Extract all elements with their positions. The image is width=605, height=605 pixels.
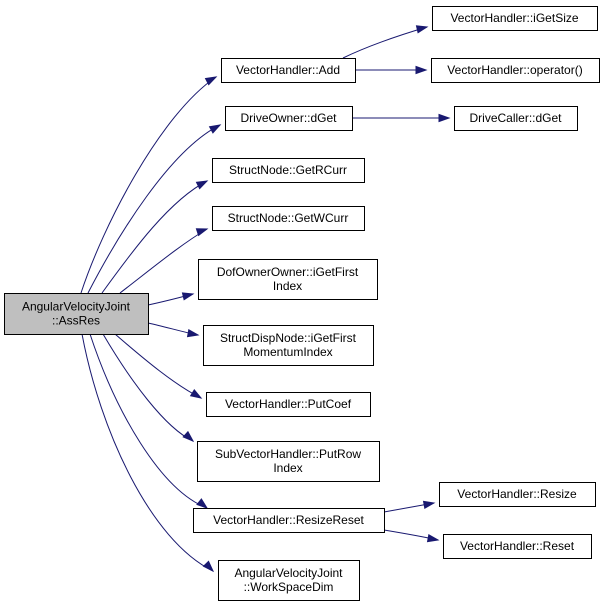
node-label: VectorHandler::Reset <box>460 539 575 553</box>
node-box <box>206 392 371 417</box>
node-label: VectorHandler::Resize <box>457 487 577 501</box>
node-label: SubVectorHandler::PutRow <box>215 447 361 461</box>
edge-root-to-avj-workspacedim <box>81 333 215 573</box>
node-label: DriveOwner::dGet <box>240 111 337 125</box>
edge-line <box>102 333 194 442</box>
edge-line <box>81 333 214 572</box>
node-label: Index <box>273 461 302 475</box>
edge-vh-resizereset-to-vh-resize <box>383 500 436 513</box>
edge-root-to-vh-putcoef <box>114 333 203 399</box>
node-vh-add[interactable]: VectorHandler::Add <box>221 58 356 83</box>
node-box <box>212 158 365 183</box>
node-vh-putcoef[interactable]: VectorHandler::PutCoef <box>206 392 371 417</box>
node-root[interactable]: AngularVelocityJoint::AssRes <box>4 293 149 335</box>
edge-do-dget-to-dc-dget <box>352 113 451 123</box>
nodes-layer: AngularVelocityJoint::AssResVectorHandle… <box>4 6 600 601</box>
node-label: AngularVelocityJoint <box>22 300 131 314</box>
arrowhead <box>186 329 200 338</box>
node-box <box>439 482 596 507</box>
node-label: VectorHandler::iGetSize <box>450 11 578 25</box>
node-label: VectorHandler::ResizeReset <box>213 513 364 527</box>
node-label: AngularVelocityJoint <box>234 566 343 580</box>
node-box <box>443 534 592 559</box>
node-label: ::WorkSpaceDim <box>244 580 334 594</box>
arrowhead <box>415 25 429 34</box>
edge-root-to-sdn-igetfirstmomentumindex <box>147 322 200 338</box>
edge-root-to-sn-getrcurr <box>101 180 209 294</box>
edge-line <box>114 333 202 399</box>
node-box <box>454 106 578 131</box>
node-vh-igetsize[interactable]: VectorHandler::iGetSize <box>432 6 598 31</box>
edge-root-to-svh-putrowindex <box>102 333 195 443</box>
edge-root-to-do-dget <box>87 124 222 294</box>
node-avj-workspacedim[interactable]: AngularVelocityJoint::WorkSpaceDim <box>218 560 360 601</box>
edge-line <box>119 228 208 294</box>
edge-line <box>87 124 221 294</box>
node-label: MomentumIndex <box>243 345 332 359</box>
node-box <box>197 441 380 482</box>
node-box <box>193 508 385 533</box>
edge-vh-add-to-vh-operator <box>355 65 428 75</box>
arrowhead <box>204 76 218 86</box>
edge-line <box>89 333 208 509</box>
arrowhead <box>438 113 451 123</box>
arrowhead <box>181 292 195 301</box>
node-label: ::AssRes <box>52 314 100 328</box>
edge-root-to-vh-add <box>80 76 218 294</box>
arrowhead <box>196 498 209 509</box>
arrowhead <box>422 500 436 509</box>
node-box <box>212 206 365 231</box>
node-label: DriveCaller::dGet <box>469 111 562 125</box>
node-sn-getwcurr[interactable]: StructNode::GetWCurr <box>212 206 365 231</box>
node-box <box>225 106 353 131</box>
arrowhead <box>182 430 195 443</box>
node-sn-getrcurr[interactable]: StructNode::GetRCurr <box>212 158 365 183</box>
edge-line <box>80 76 217 294</box>
node-vh-resizereset[interactable]: VectorHandler::ResizeReset <box>193 508 385 533</box>
edge-vh-add-to-vh-igetsize <box>342 25 429 59</box>
edge-root-to-sn-getwcurr <box>119 228 209 294</box>
node-vh-reset[interactable]: VectorHandler::Reset <box>443 534 592 559</box>
node-dc-dget[interactable]: DriveCaller::dGet <box>454 106 578 131</box>
node-label: Index <box>273 279 302 293</box>
edge-line <box>101 180 208 294</box>
edge-line <box>342 26 428 59</box>
arrowhead <box>195 228 209 237</box>
arrowhead <box>415 65 428 75</box>
edges-layer <box>80 25 451 573</box>
node-box <box>221 58 356 83</box>
node-box <box>218 560 360 601</box>
node-label: DofOwnerOwner::iGetFirst <box>217 265 359 279</box>
node-vh-resize[interactable]: VectorHandler::Resize <box>439 482 596 507</box>
arrowhead <box>195 180 209 190</box>
node-vh-operator[interactable]: VectorHandler::operator() <box>431 58 600 83</box>
node-label: VectorHandler::Add <box>236 63 340 77</box>
node-box <box>4 293 149 335</box>
arrowhead <box>202 560 215 573</box>
node-label: VectorHandler::operator() <box>447 63 582 77</box>
edge-vh-resizereset-to-vh-reset <box>383 529 440 543</box>
node-do-dget[interactable]: DriveOwner::dGet <box>225 106 353 131</box>
arrowhead <box>189 388 203 399</box>
edge-root-to-vh-resizereset <box>89 333 209 509</box>
arrowhead <box>426 533 440 543</box>
node-label: StructNode::GetRCurr <box>229 163 347 177</box>
arrowhead <box>208 124 222 134</box>
node-label: VectorHandler::PutCoef <box>225 397 352 411</box>
node-box <box>198 259 378 300</box>
node-label: StructNode::GetWCurr <box>228 211 349 225</box>
edge-root-to-doo-igetfirstindex <box>147 292 195 306</box>
node-box <box>203 325 374 366</box>
node-box <box>431 58 600 83</box>
node-box <box>432 6 598 31</box>
node-label: StructDispNode::iGetFirst <box>220 331 357 345</box>
